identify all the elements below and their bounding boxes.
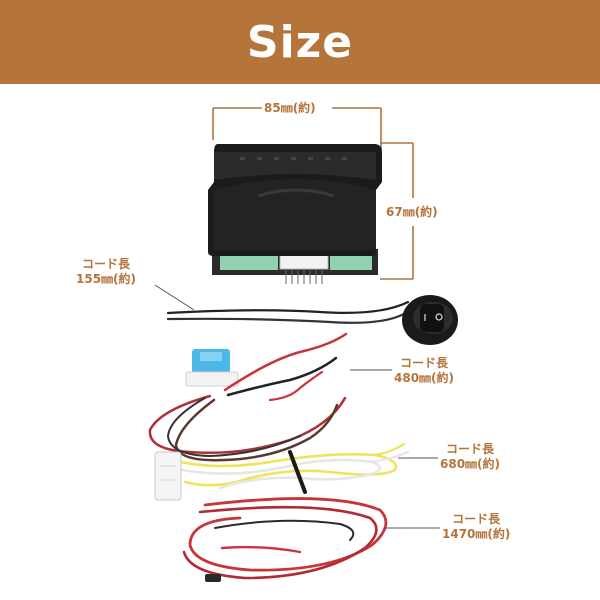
harness-1470-wires — [182, 497, 388, 582]
banner-title: Size — [246, 16, 354, 68]
cord-title: コード長 — [446, 442, 495, 456]
cord-label-680: コード長 680㎜(約) — [440, 442, 500, 472]
blade-fuse-icon — [185, 349, 239, 387]
height-dimension-label: 67㎜(約) — [386, 205, 438, 219]
cord-length: 1470㎜(約) — [442, 527, 511, 541]
cord-length: 155㎜(約) — [76, 272, 137, 286]
cord-label-155: コード長 155㎜(約) — [76, 257, 136, 287]
cord-title: コード長 — [452, 512, 501, 526]
size-banner: Size — [0, 0, 600, 84]
rocker-switch-icon — [402, 295, 458, 345]
width-dimension-label: 85㎜(約) — [264, 101, 316, 115]
switch-wires — [166, 300, 412, 324]
cord-title: コード長 — [82, 257, 131, 271]
harness-480-wires — [148, 332, 348, 462]
cord-label-1470: コード長 1470㎜(約) — [442, 512, 510, 542]
cord-title: コード長 — [400, 356, 449, 370]
harness-680-wires — [178, 442, 410, 494]
cord-length: 680㎜(約) — [440, 457, 501, 471]
cord-length: 480㎜(約) — [394, 371, 455, 385]
control-module-icon — [208, 144, 382, 284]
height-dimension-line — [380, 142, 414, 280]
cord-leader-lines — [350, 369, 440, 529]
wire-connector-icon — [154, 451, 182, 501]
cord-155-leader — [154, 284, 195, 311]
cord-label-480: コード長 480㎜(約) — [394, 356, 454, 386]
